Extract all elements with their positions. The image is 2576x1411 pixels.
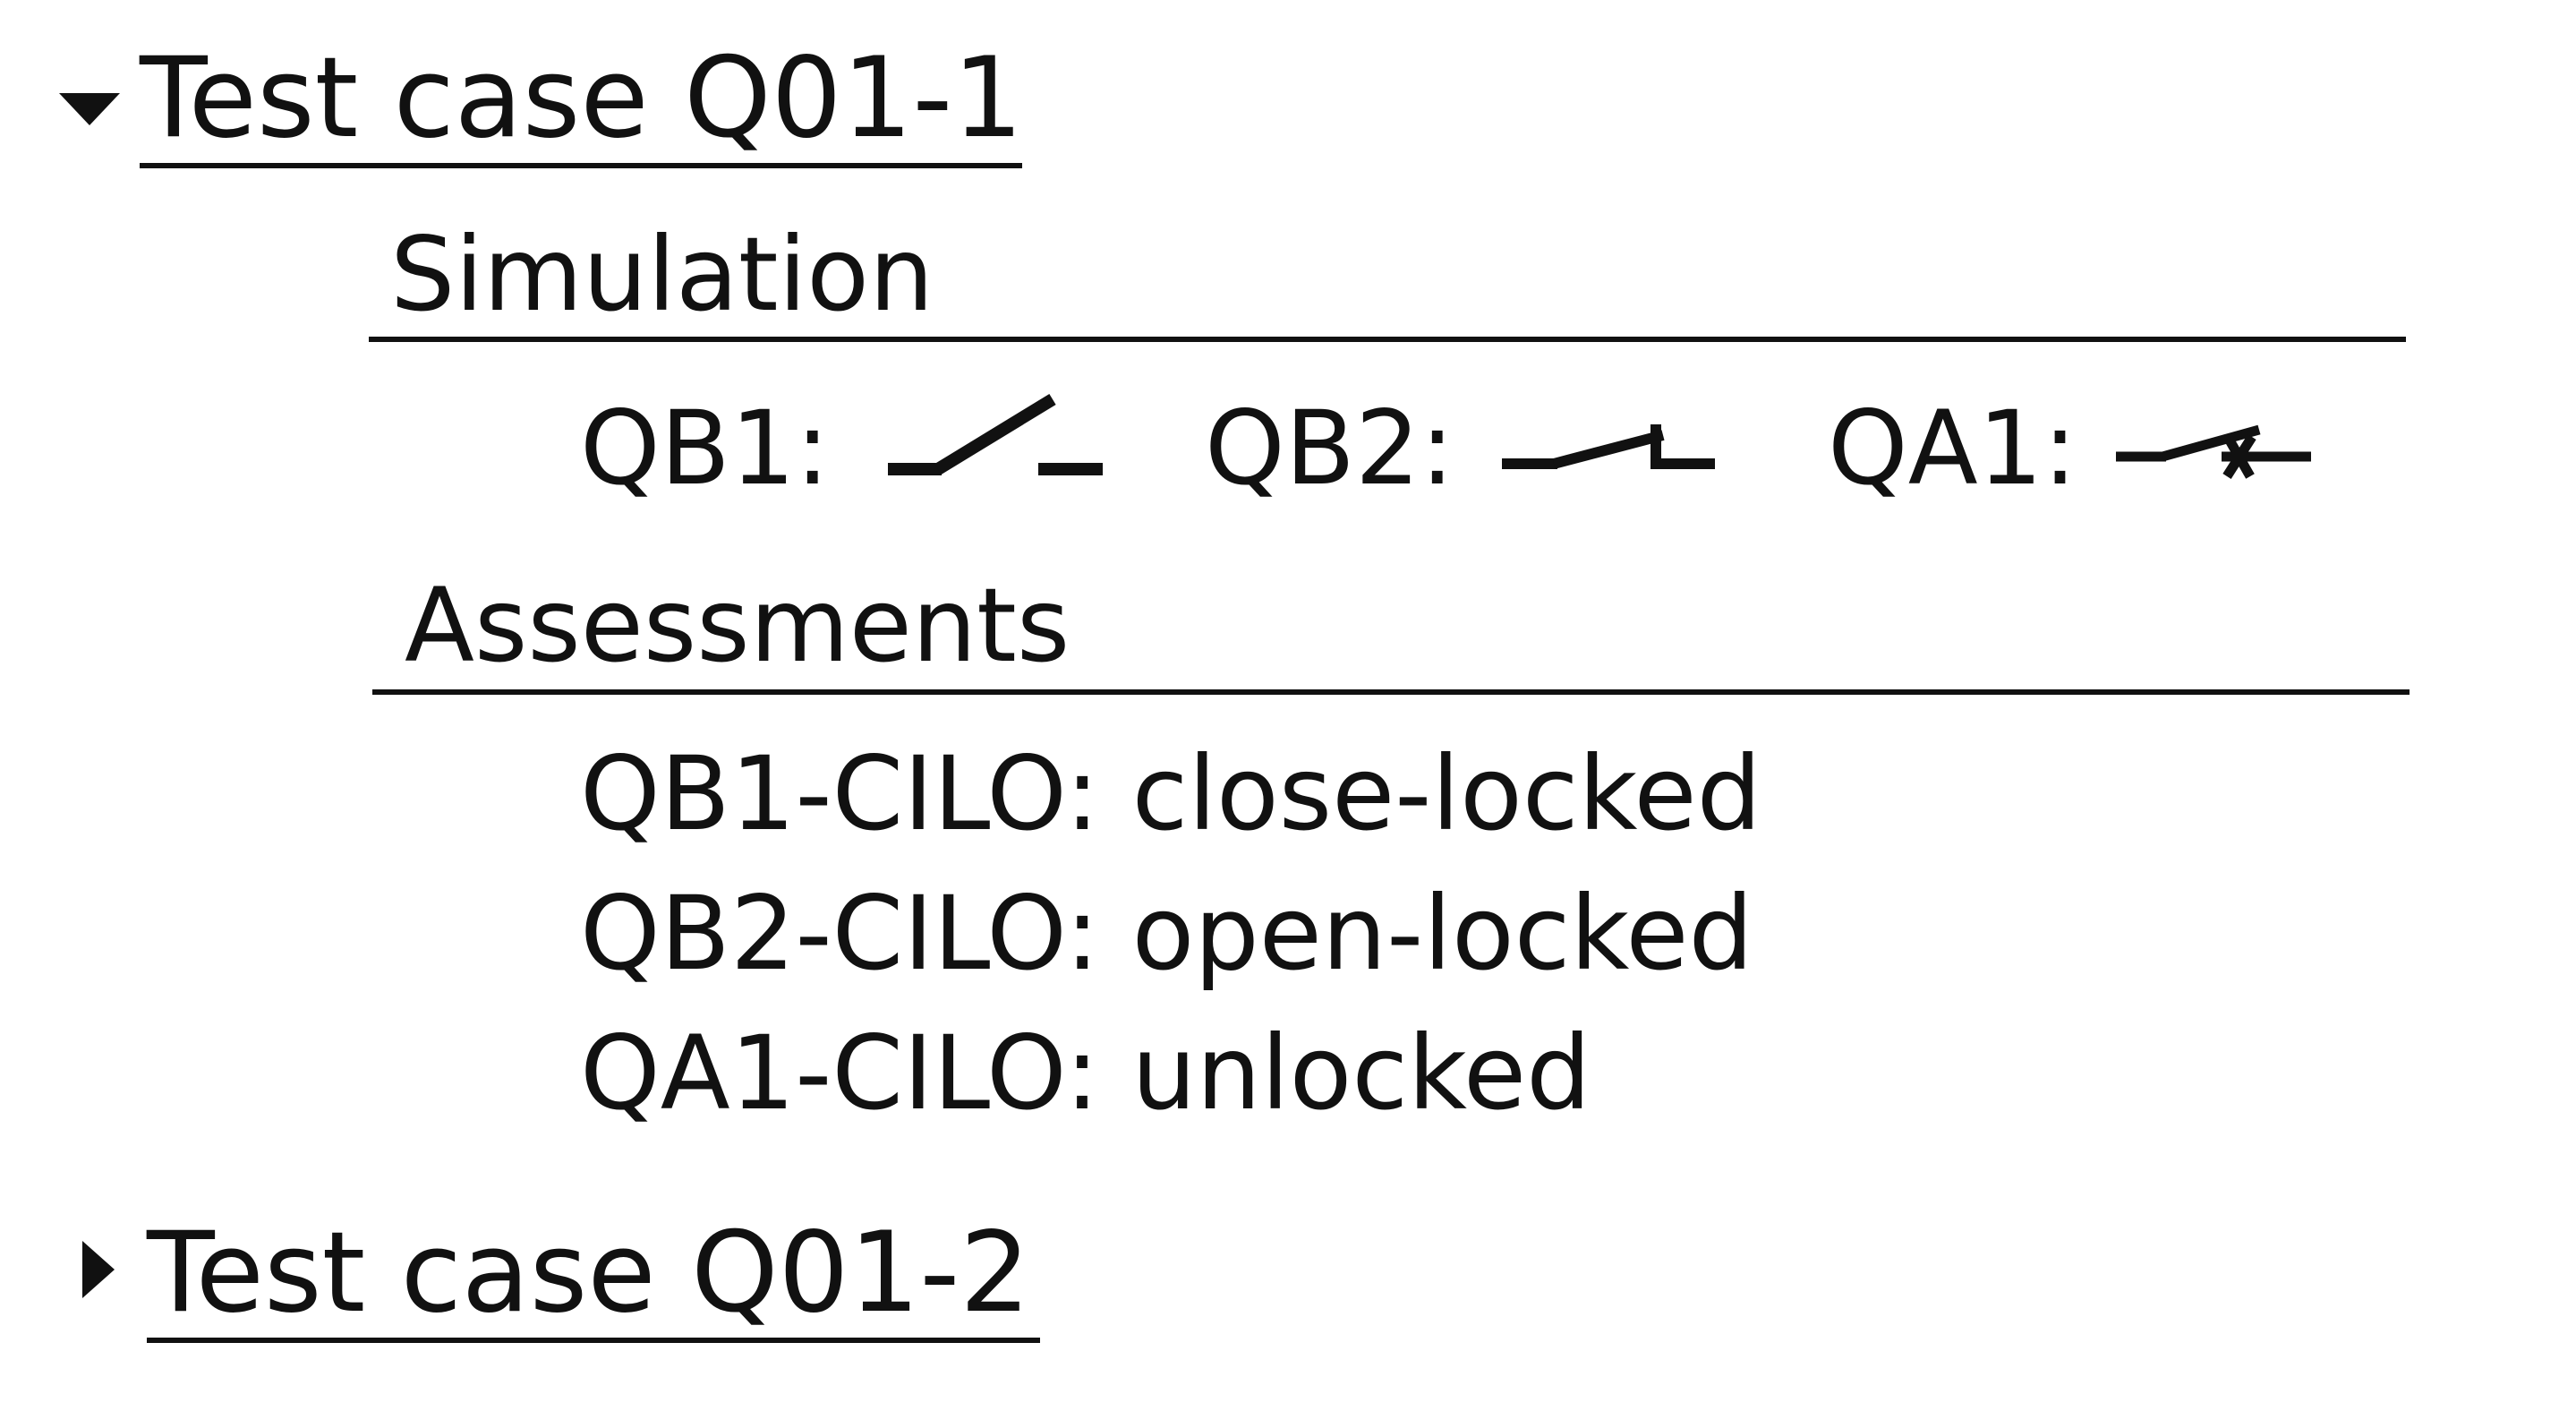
disconnector-closing-icon <box>1500 412 1724 483</box>
test-case-title-1[interactable]: Test case Q01-1 <box>140 34 1024 163</box>
device-label-qb2: QB2: <box>1205 389 1454 508</box>
test-case-underline-1 <box>140 163 1022 168</box>
assessment-item: QB2-CILO: open-locked <box>580 874 1753 993</box>
assessments-divider <box>372 689 2410 695</box>
simulation-heading: Simulation <box>390 215 934 334</box>
assessments-heading: Assessments <box>405 566 1070 685</box>
collapse-triangle-icon[interactable] <box>55 86 124 131</box>
test-case-underline-2 <box>147 1338 1040 1343</box>
test-case-title-2[interactable]: Test case Q01-2 <box>147 1209 1031 1338</box>
simulation-divider <box>369 337 2406 342</box>
device-label-qa1: QA1: <box>1828 389 2077 508</box>
device-label-qb1: QB1: <box>580 389 830 508</box>
assessment-item: QB1-CILO: close-locked <box>580 734 1761 853</box>
disconnector-open-icon <box>884 394 1117 483</box>
circuit-breaker-icon <box>2114 408 2320 483</box>
assessment-item: QA1-CILO: unlocked <box>580 1013 1591 1133</box>
expand-triangle-icon[interactable] <box>75 1236 120 1304</box>
